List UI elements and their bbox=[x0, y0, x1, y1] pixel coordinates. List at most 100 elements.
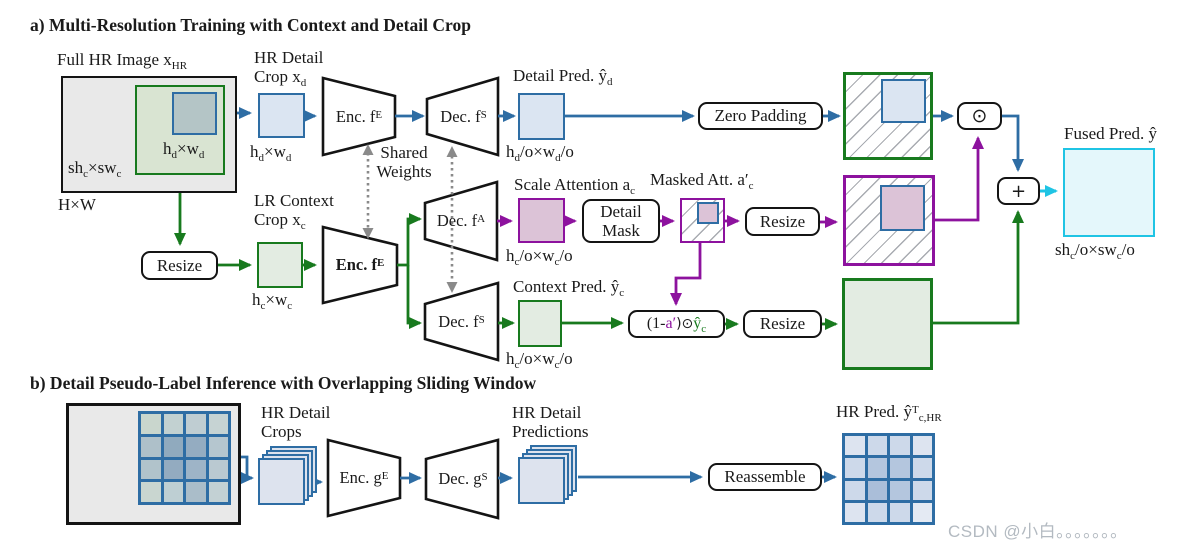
context-weighting-op: (1-a′)⊙ŷc bbox=[628, 310, 725, 338]
grid-cell bbox=[141, 459, 161, 480]
grid-cell bbox=[208, 482, 228, 502]
hr-detail-size-label: hd×wd bbox=[250, 142, 292, 164]
grid-cell bbox=[890, 436, 910, 456]
grid-cell bbox=[141, 482, 161, 502]
decoder-b-label: Dec. gS bbox=[438, 469, 488, 488]
hr-detail-crop-label-line1: HR Detail bbox=[254, 48, 324, 67]
encoder-bottom-label: Enc. fE bbox=[335, 255, 385, 274]
scale-attention-box bbox=[518, 198, 565, 243]
masked-attention-box bbox=[680, 198, 725, 243]
detail-pred-size-label: hd/o×wd/o bbox=[506, 142, 574, 164]
context-pred-label: Context Pred. ŷc bbox=[513, 277, 625, 299]
fused-pred-size-label: shc/o×swc/o bbox=[1055, 240, 1135, 262]
grid-cell bbox=[186, 482, 206, 502]
lr-context-crop-box bbox=[257, 242, 303, 288]
green-connectors bbox=[174, 176, 1024, 330]
scale-attention-size-label: hc/o×wc/o bbox=[506, 246, 573, 268]
resized-attention-canvas bbox=[843, 175, 935, 266]
stacked-pred-layer bbox=[518, 457, 565, 504]
sum-op: + bbox=[997, 177, 1040, 205]
grid-cell bbox=[867, 502, 887, 522]
grid-cell bbox=[186, 436, 206, 457]
hr-detail-crop-box bbox=[258, 93, 305, 138]
grid-cell bbox=[163, 459, 183, 480]
resized-context-canvas bbox=[842, 278, 933, 370]
shared-weights-label: Shared Weights bbox=[376, 143, 432, 181]
grid-cell bbox=[163, 414, 183, 434]
decoder-attention-label: Dec. fA bbox=[436, 211, 486, 230]
grid-cell bbox=[867, 436, 887, 456]
grid-cell bbox=[845, 436, 865, 456]
lr-context-label-line1: LR Context bbox=[254, 191, 334, 210]
reassemble-op: Reassemble bbox=[708, 463, 822, 491]
encoder-top-label: Enc. fE bbox=[335, 106, 383, 126]
hr-detail-preds-stack bbox=[518, 445, 578, 505]
resize-context-op: Resize bbox=[141, 251, 218, 280]
section-a-title: a) Multi-Resolution Training with Contex… bbox=[30, 15, 471, 35]
decoder-top-label: Dec. fS bbox=[440, 106, 487, 126]
context-pred-box bbox=[518, 300, 562, 347]
grid-cell bbox=[912, 480, 932, 500]
detail-crop-region bbox=[172, 92, 217, 135]
grid-cell bbox=[163, 482, 183, 502]
zero-padding-op: Zero Padding bbox=[698, 102, 823, 130]
hr-detail-crops-label-line1: HR Detail bbox=[261, 403, 331, 422]
padded-detail-canvas bbox=[843, 72, 933, 160]
shared-weights-arrowheads bbox=[362, 144, 458, 293]
full-hr-image-label: Full HR Image xHR bbox=[57, 50, 188, 72]
scale-attention-label: Scale Attention ac bbox=[514, 175, 636, 197]
grid-cell bbox=[867, 480, 887, 500]
grid-cell bbox=[186, 414, 206, 434]
decoder-context-shape bbox=[423, 281, 500, 362]
context-size-label: shc×swc bbox=[68, 158, 122, 180]
lr-context-size-label: hc×wc bbox=[252, 290, 293, 312]
grid-cell bbox=[845, 458, 865, 478]
fused-pred-box bbox=[1063, 148, 1155, 237]
grid-cell bbox=[208, 414, 228, 434]
detail-pred-label: Detail Pred. ŷd bbox=[513, 66, 613, 88]
decoder-attention-shape bbox=[423, 180, 499, 262]
grid-cell bbox=[912, 458, 932, 478]
encoder-bottom-shape bbox=[321, 225, 399, 305]
hr-pred-grid bbox=[842, 433, 935, 525]
detail-pred-box bbox=[518, 93, 565, 140]
decoder-context-label: Dec. fS bbox=[438, 311, 485, 331]
grid-cell bbox=[890, 480, 910, 500]
watermark: CSDN @小白。。。。。。。 bbox=[948, 522, 1128, 541]
grid-cell bbox=[186, 459, 206, 480]
section-b-title: b) Detail Pseudo-Label Inference with Ov… bbox=[30, 373, 537, 393]
grid-cell bbox=[845, 502, 865, 522]
grid-cell bbox=[141, 414, 161, 434]
resized-attention-inner bbox=[880, 185, 925, 231]
grid-cell bbox=[912, 436, 932, 456]
trapezoid-shapes bbox=[321, 76, 500, 520]
decoder-top-shape bbox=[425, 76, 500, 157]
grid-cell bbox=[867, 458, 887, 478]
hr-pred-label: HR Pred. ŷTc,HR bbox=[836, 402, 942, 424]
grid-cell bbox=[208, 459, 228, 480]
grid-cell bbox=[163, 436, 183, 457]
detail-size-label: hd×wd bbox=[163, 139, 205, 161]
grid-cell bbox=[141, 436, 161, 457]
fused-pred-label: Fused Pred. ŷ bbox=[1064, 124, 1158, 143]
grid-cell bbox=[890, 502, 910, 522]
hr-detail-preds-label-line2: Predictions bbox=[512, 422, 589, 441]
encoder-b-label: Enc. gE bbox=[339, 468, 389, 487]
lr-context-label-line2: Crop xc bbox=[254, 210, 306, 232]
grid-cell bbox=[208, 436, 228, 457]
resize-attention-op: Resize bbox=[745, 207, 820, 236]
elementwise-product-op: ⊙ bbox=[957, 102, 1002, 130]
purple-connectors bbox=[497, 136, 984, 306]
context-pred-size-label: hc/o×wc/o bbox=[506, 349, 573, 371]
grid-cell bbox=[845, 480, 865, 500]
decoder-b-shape bbox=[424, 438, 500, 520]
masked-attention-label: Masked Att. a′c bbox=[650, 170, 754, 192]
full-image-size-label: H×W bbox=[58, 195, 96, 214]
hr-detail-preds-label-line1: HR Detail bbox=[512, 403, 582, 422]
stacked-crop-layer bbox=[258, 458, 305, 505]
sliding-window-grid bbox=[138, 411, 231, 505]
grid-cell bbox=[890, 458, 910, 478]
